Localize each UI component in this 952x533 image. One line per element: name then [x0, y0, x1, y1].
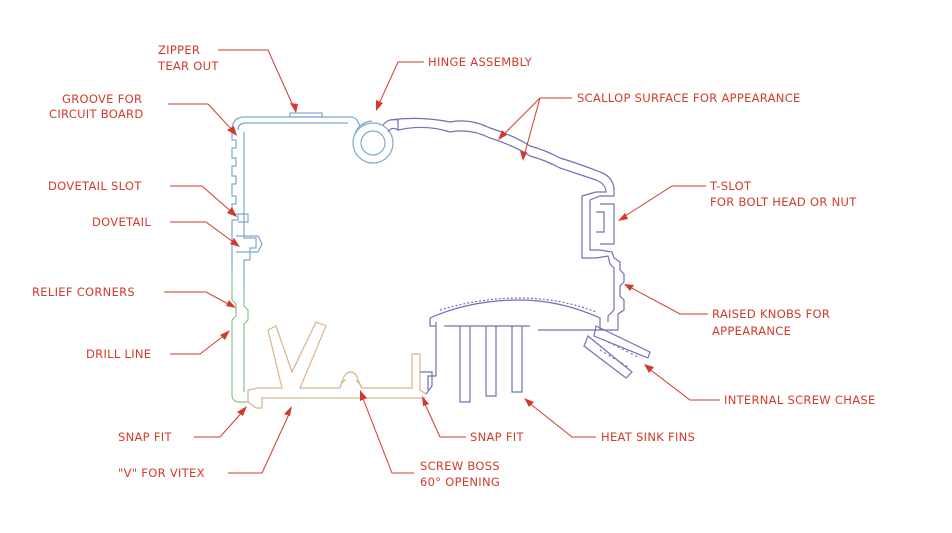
- screw-chase-profile: [583, 325, 651, 379]
- scallop-profile: [389, 117, 625, 331]
- label-zipper-2: TEAR OUT: [157, 59, 219, 73]
- label-tslot-2: FOR BOLT HEAD OR NUT: [710, 195, 857, 209]
- label-raised-knobs-1: RAISED KNOBS FOR: [712, 307, 830, 321]
- label-tslot-1: T-SLOT: [709, 179, 752, 193]
- hinge-profile: [352, 118, 399, 164]
- label-dovetail: DOVETAIL: [92, 215, 151, 229]
- label-zipper-1: ZIPPER: [158, 43, 200, 57]
- label-screw-boss-1: SCREW BOSS: [420, 459, 500, 473]
- label-drill-line: DRILL LINE: [86, 347, 151, 361]
- extrusion-profile: [231, 112, 651, 409]
- label-v-for-vitex: "V" FOR VITEX: [118, 466, 205, 480]
- label-groove-2: CIRCUIT BOARD: [49, 107, 144, 121]
- left-wall-profile: [231, 112, 361, 403]
- label-snap-fit-left: SNAP FIT: [118, 430, 172, 444]
- heat-sink-profile: [427, 297, 601, 403]
- callout-labels: ZIPPER TEAR OUT GROOVE FOR CIRCUIT BOARD…: [32, 43, 876, 489]
- label-dovetail-slot: DOVETAIL SLOT: [48, 179, 142, 193]
- label-raised-knobs-2: APPEARANCE: [712, 324, 791, 338]
- label-groove-1: GROOVE FOR: [62, 92, 142, 106]
- label-internal-screw-chase: INTERNAL SCREW CHASE: [724, 393, 876, 407]
- label-hinge: HINGE ASSEMBLY: [428, 55, 533, 69]
- label-relief-corners: RELIEF CORNERS: [32, 285, 135, 299]
- bottom-profile: [247, 321, 433, 409]
- label-heat-sink-fins: HEAT SINK FINS: [601, 430, 695, 444]
- label-screw-boss-2: 60° OPENING: [420, 475, 500, 489]
- leader-lines: [164, 49, 720, 474]
- label-snap-fit-right: SNAP FIT: [470, 430, 524, 444]
- label-scallop: SCALLOP SURFACE FOR APPEARANCE: [577, 91, 801, 105]
